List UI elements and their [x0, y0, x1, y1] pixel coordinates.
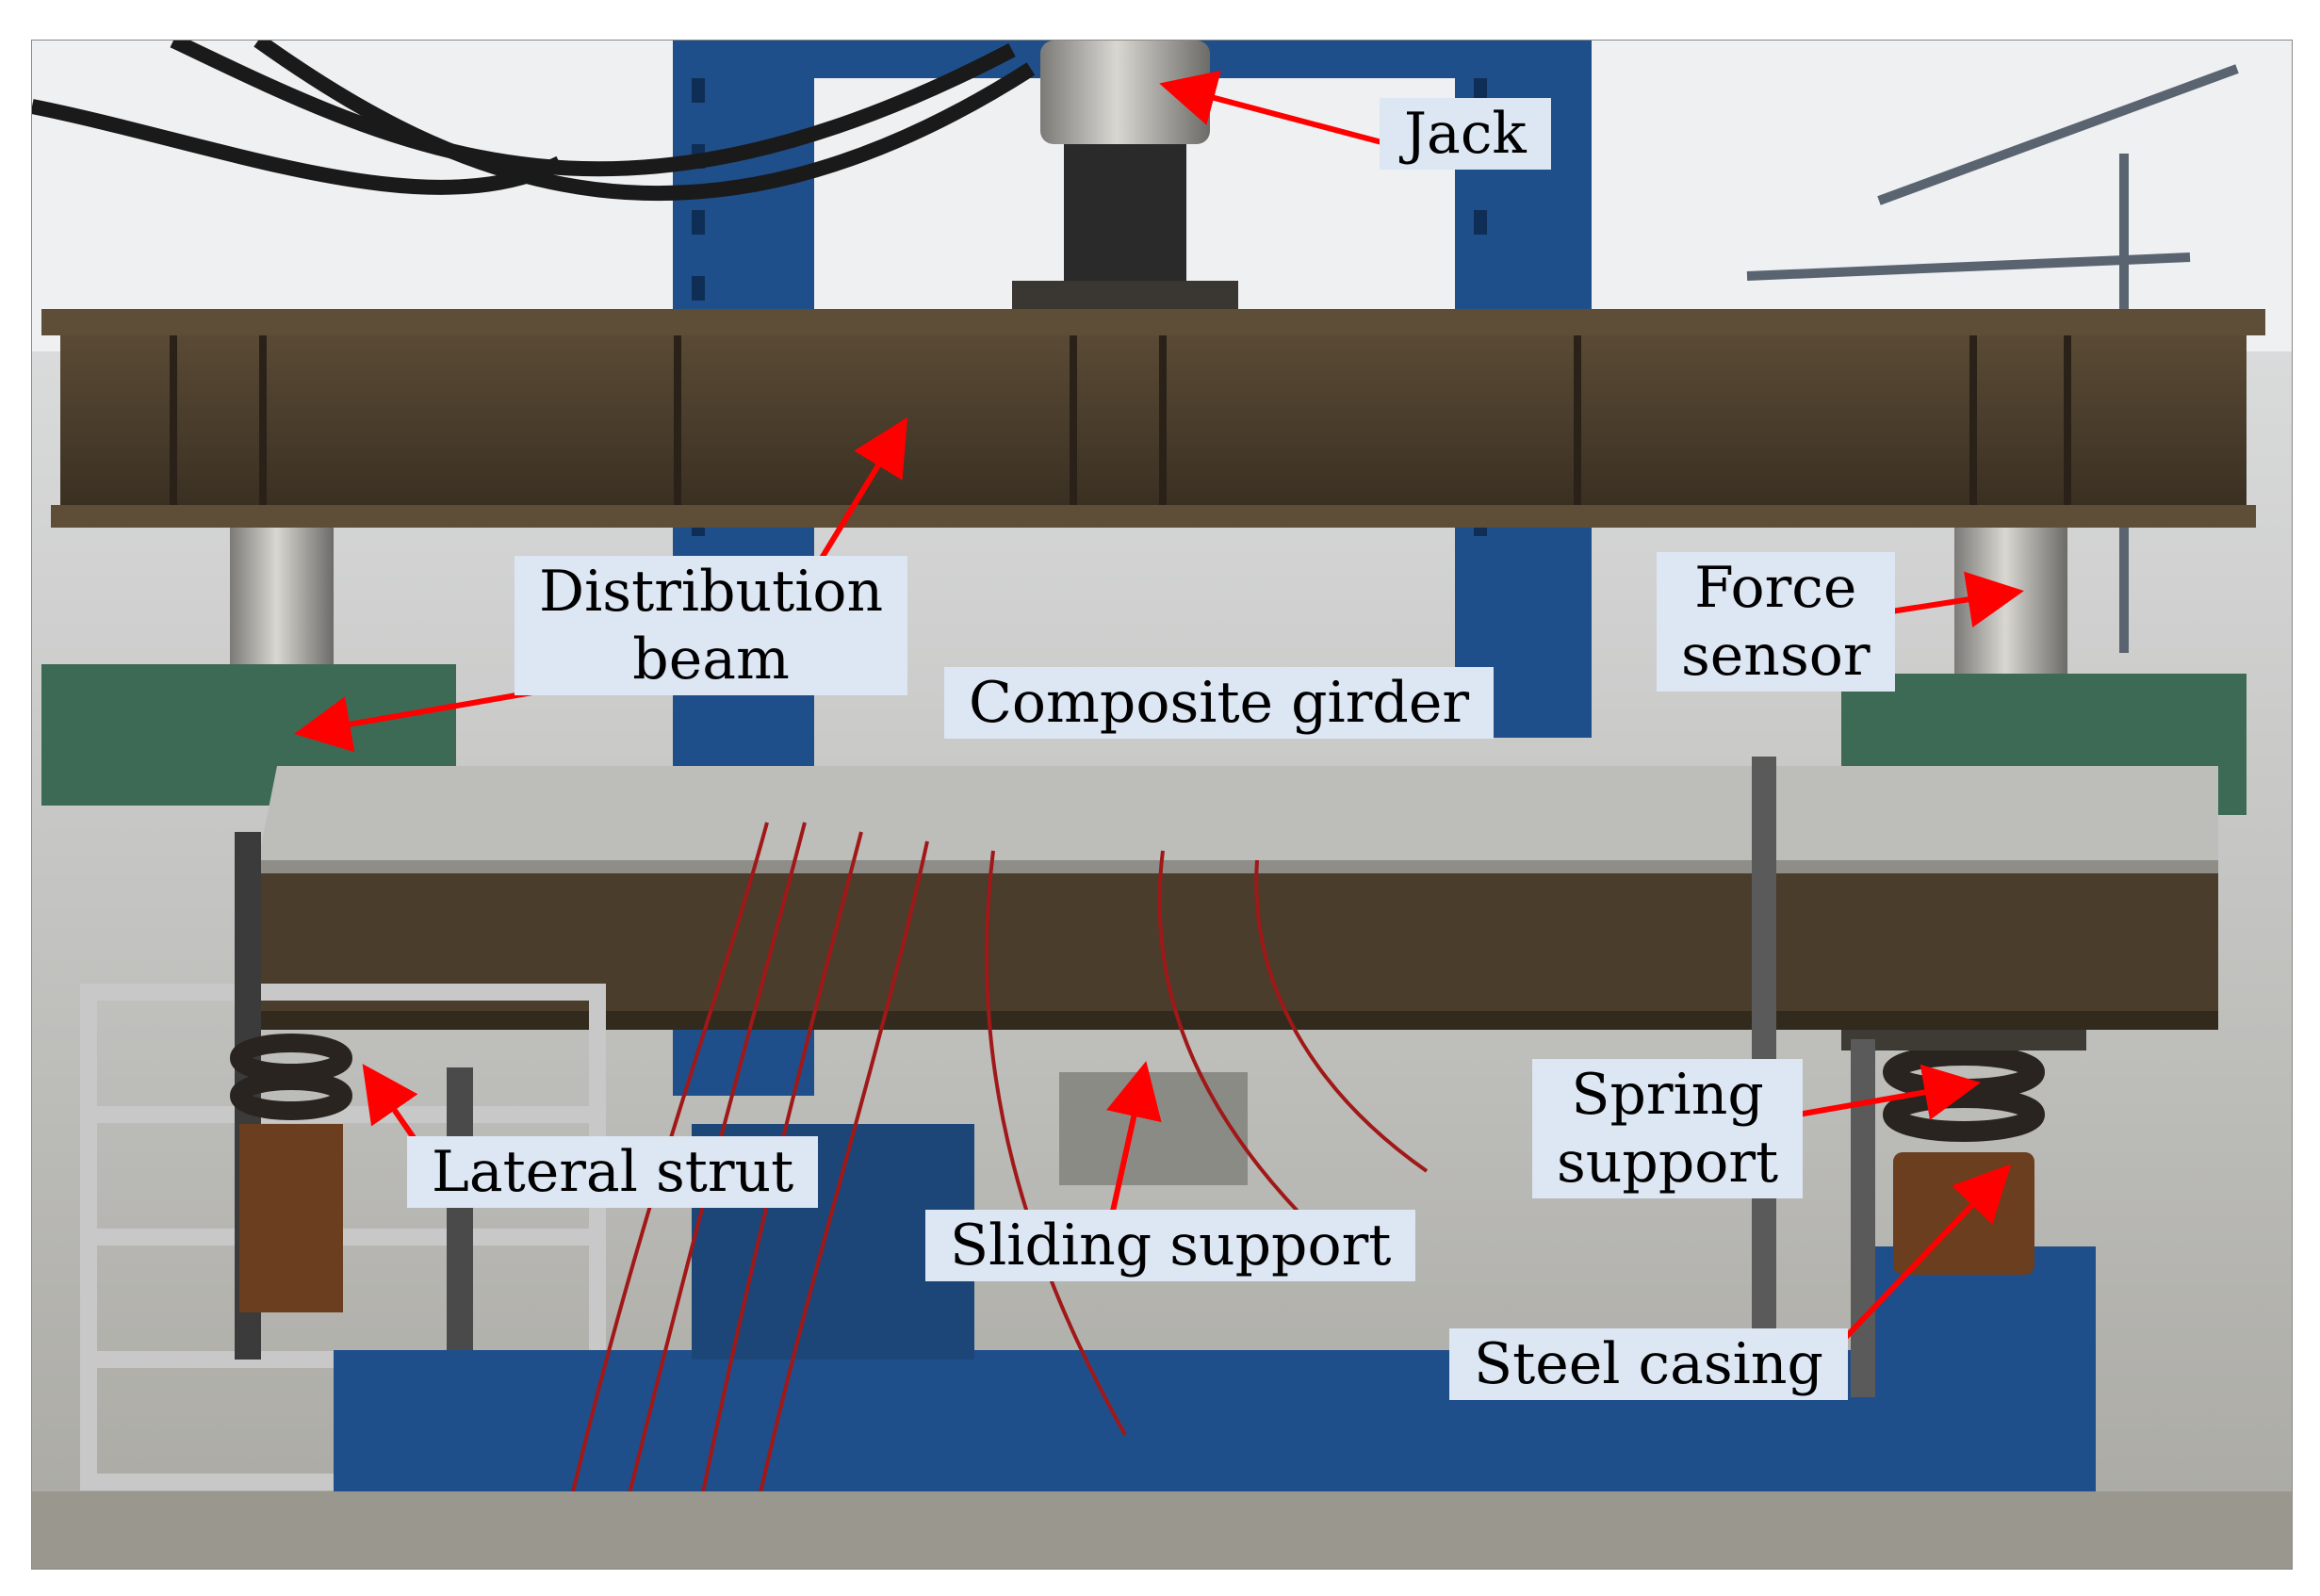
label-spring-support: Spring support: [1532, 1059, 1804, 1198]
left-steel-casing: [239, 1124, 343, 1312]
jack-cylinder: [1040, 41, 1210, 144]
beam-stiffeners: [170, 335, 2071, 505]
right-top-plate: [1841, 1030, 2086, 1050]
label-composite-girder: Composite girder: [944, 667, 1495, 739]
threaded-rod-right-2: [1851, 1039, 1875, 1397]
distribution-beam-top-flange: [41, 309, 2265, 335]
photo-illustration: [32, 41, 2292, 1569]
label-lateral-strut: Lateral strut: [407, 1136, 819, 1208]
label-sliding-support: Sliding support: [925, 1210, 1416, 1281]
left-spring-coils: [230, 1034, 352, 1120]
test-setup-photo: [31, 40, 2293, 1570]
label-distribution-beam: Distribution beam: [515, 556, 908, 695]
jack-ram: [1064, 144, 1186, 285]
right-steel-casing: [1893, 1152, 2034, 1275]
label-steel-casing: Steel casing: [1449, 1328, 1848, 1400]
right-load-cell: [1954, 528, 2067, 674]
girder-bottom-flange: [258, 1011, 2218, 1030]
sliding-support-block: [1059, 1072, 1248, 1185]
distribution-beam-bottom-flange: [51, 505, 2256, 528]
slab-edge: [258, 860, 2218, 873]
right-pedestal: [1860, 1246, 2096, 1501]
label-force-sensor: Force sensor: [1657, 552, 1895, 692]
label-jack: Jack: [1380, 98, 1551, 170]
floor: [32, 1491, 2292, 1569]
left-load-cell: [230, 528, 334, 669]
threaded-rod-left: [447, 1067, 473, 1369]
hydraulic-hoses: [32, 41, 1036, 202]
concrete-slab: [258, 766, 2218, 860]
distribution-beam-web: [60, 335, 2246, 505]
